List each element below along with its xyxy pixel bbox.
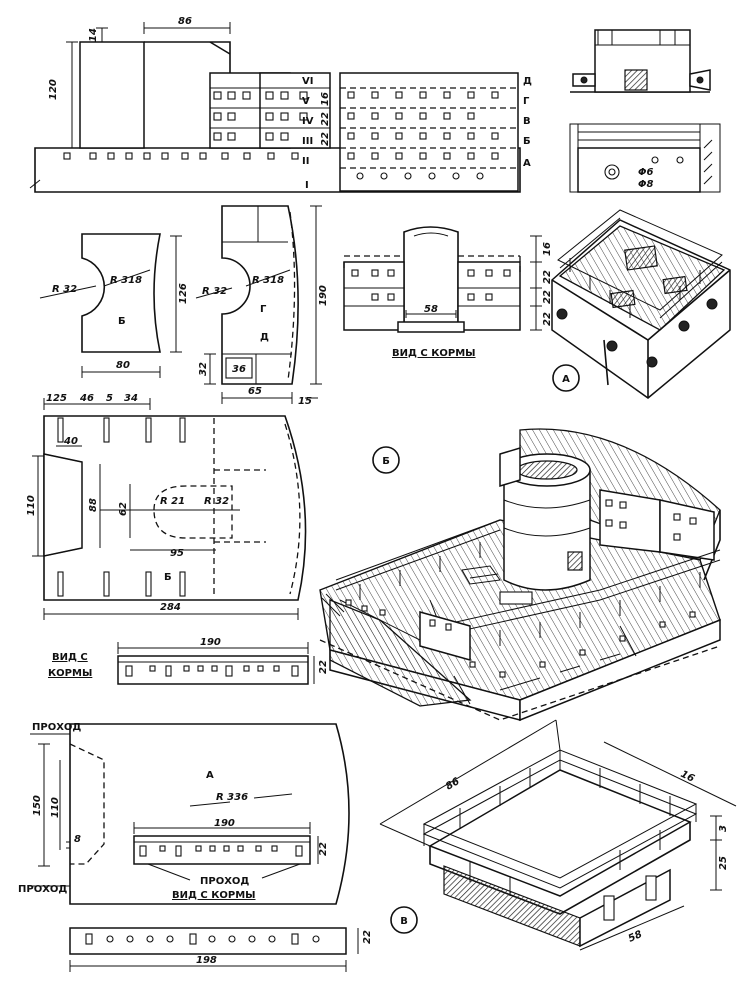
- side-elevation: 86 120 14 Д Г В Б А VI V IV III II I 16 …: [29, 16, 532, 193]
- part-gd-d: Д: [260, 332, 269, 343]
- part-gd-15: 15: [298, 396, 312, 407]
- deck-a-22: 22: [318, 842, 329, 856]
- dim-phi8: Φ8: [638, 179, 654, 190]
- part-gd-g: Г: [260, 304, 267, 315]
- deck-b-12: 12: [46, 393, 60, 404]
- deck-a-passage-1: ПРОХОД: [32, 722, 81, 733]
- part-b-r318: R 318: [110, 275, 142, 286]
- part-b-height: 126: [178, 283, 189, 304]
- part-gd-65: 65: [248, 386, 262, 397]
- deck-b-110: 110: [26, 495, 37, 516]
- deck-letter-g: Г: [523, 96, 530, 107]
- svg-text:А: А: [562, 374, 570, 385]
- part-gd-32: 32: [198, 362, 209, 376]
- deck-b-plan: 12 5 46 5 34 40 110 88 62 R 21 R 32 95 Б…: [26, 393, 307, 620]
- iso-a-deckhouse: [551, 209, 731, 399]
- deck-b-label: Б: [164, 572, 172, 583]
- deck-a-110: 110: [50, 797, 61, 818]
- deck-a-r336: R 336: [216, 792, 248, 803]
- deck-a-passage-2: ПРОХОД: [18, 884, 67, 895]
- stern-view-1: 58 16 22 22 22 ВИД С КОРМЫ: [343, 226, 553, 359]
- level-dim-16: 16: [320, 92, 331, 106]
- callout-a: А: [552, 364, 580, 392]
- dim-14: 14: [88, 28, 99, 42]
- deck-letter-a: А: [523, 158, 531, 169]
- level-4: IV: [302, 116, 314, 127]
- deck-b-46: 46: [79, 393, 94, 404]
- deck-b-62: 62: [118, 502, 129, 516]
- stern-elevation-small: Φ6 Φ8: [569, 29, 721, 193]
- deck-letter-d: Д: [523, 76, 532, 87]
- svg-text:В: В: [400, 916, 408, 927]
- deck-b-40: 40: [63, 436, 78, 447]
- dim-86: 86: [178, 16, 192, 27]
- level-dim-22b: 22: [320, 132, 331, 146]
- part-b-label: Б: [118, 316, 126, 327]
- iso-v-86: 86: [444, 776, 462, 793]
- stern-view-2: 190 22 ВИД С КОРМЫ: [48, 637, 329, 685]
- part-b-r32: R 32: [52, 284, 77, 295]
- deck-b-95: 95: [170, 548, 184, 559]
- stern2-caption-1: ВИД С: [52, 652, 88, 663]
- deck-a-8: 8: [74, 834, 81, 845]
- iso-v-16: 16: [679, 769, 696, 785]
- bottom-strip-elevation: 198 22: [69, 927, 373, 972]
- svg-text:Б: Б: [382, 456, 390, 467]
- level-5: V: [302, 96, 310, 107]
- level-3: III: [302, 136, 313, 147]
- part-gd-r32: R 32: [202, 286, 227, 297]
- stern1-22a: 22: [542, 270, 553, 284]
- deck-b-284: 284: [160, 602, 181, 613]
- stern2-190: 190: [200, 637, 221, 648]
- deck-b-88: 88: [88, 498, 99, 512]
- part-b-plan: R 32 R 318 Б 126 80: [39, 233, 189, 378]
- deck-letter-v: В: [523, 116, 531, 127]
- callout-v: В: [390, 906, 418, 934]
- deck-b-r21: R 21: [160, 496, 185, 507]
- stern2-22: 22: [318, 660, 329, 674]
- stern1-caption: ВИД С КОРМЫ: [392, 348, 476, 359]
- stern1-22b: 22: [542, 290, 553, 304]
- iso-v-25: 25: [718, 856, 729, 870]
- deck-b-34: 34: [124, 393, 138, 404]
- dim-120: 120: [48, 79, 59, 100]
- level-1: I: [305, 180, 309, 191]
- deck-a-150: 150: [32, 795, 43, 816]
- part-gd-36: 36: [232, 364, 246, 375]
- stern1-width: 58: [424, 304, 438, 315]
- deck-a-label: А: [206, 770, 214, 781]
- hull-portholes: [63, 152, 299, 160]
- level-2: II: [302, 156, 309, 167]
- part-gd-r318: R 318: [252, 275, 284, 286]
- stern2-caption-2: КОРМЫ: [48, 668, 92, 679]
- stern1-16: 16: [542, 242, 553, 256]
- deck-a-passage-3: ПРОХОД: [200, 876, 249, 887]
- deck-b-5a: 5: [60, 393, 67, 404]
- iso-v-deckhouse: 86 16 3 25 58: [379, 719, 737, 951]
- deck-a-190: 190: [214, 818, 235, 829]
- dim-phi6: Φ6: [638, 167, 654, 178]
- callout-b: Б: [372, 446, 400, 474]
- strip-198: 198: [196, 955, 217, 966]
- iso-b-deck-assembly: [319, 428, 721, 722]
- deck-b-r32: R 32: [204, 496, 229, 507]
- part-b-width: 80: [116, 360, 130, 371]
- level-6: VI: [302, 76, 313, 87]
- deck-b-5b: 5: [106, 393, 113, 404]
- strip-22: 22: [362, 930, 373, 944]
- stern1-22c: 22: [542, 312, 553, 326]
- level-dim-22a: 22: [320, 112, 331, 126]
- iso-v-58: 58: [627, 929, 644, 945]
- part-gd-plan: R 32 R 318 Г Д 190 65 15 36 32: [195, 205, 329, 407]
- iso-v-3: 3: [718, 825, 729, 832]
- deck-letter-b: Б: [523, 136, 531, 147]
- part-gd-190: 190: [318, 285, 329, 306]
- deck-a-plan: ПРОХОД ПРОХОД 150 110 8 А R 336 190 22 П…: [18, 722, 350, 905]
- deck-a-caption: ВИД С КОРМЫ: [172, 890, 256, 901]
